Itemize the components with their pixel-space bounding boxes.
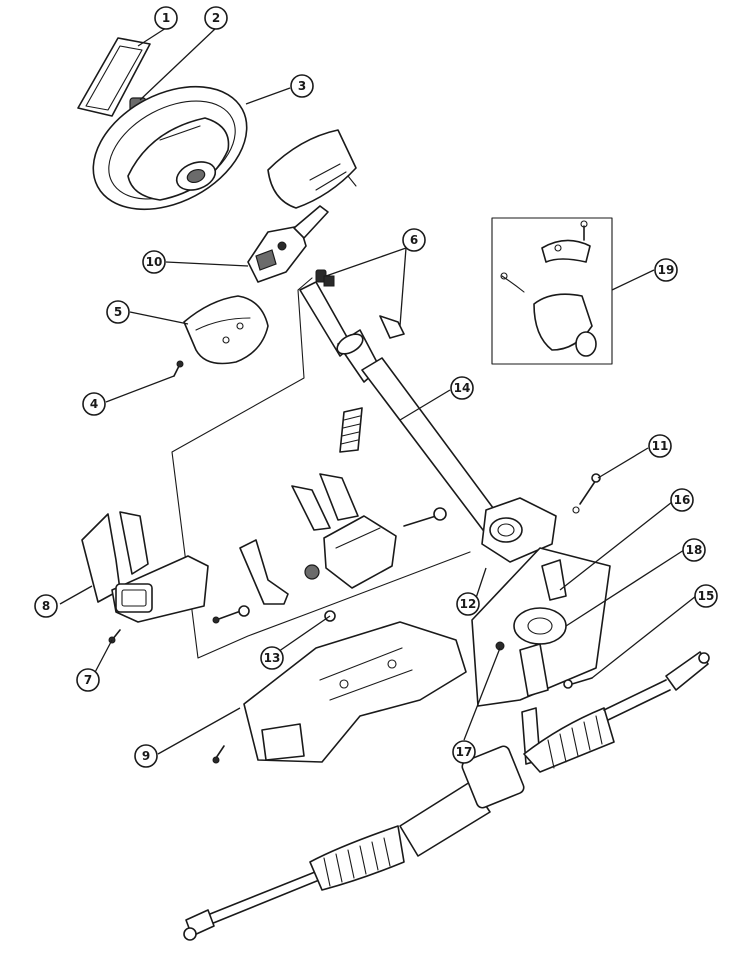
callout-2: 2 <box>204 6 228 30</box>
callout-1-label: 1 <box>162 11 170 25</box>
part-6-key-cylinder-and-switch <box>323 275 335 287</box>
part-14-steering-column <box>299 269 557 563</box>
callout-5-label: 5 <box>114 305 122 319</box>
callout-16: 16 <box>670 488 694 512</box>
callout-17-label: 17 <box>456 745 473 759</box>
callout-12: 12 <box>456 592 480 616</box>
callout-6-label: 6 <box>410 233 418 247</box>
callout-7: 7 <box>76 668 100 692</box>
callout-2-label: 2 <box>212 11 220 25</box>
callout-5: 5 <box>106 300 130 324</box>
column-mount-brackets <box>291 473 447 589</box>
callout-16-label: 16 <box>674 493 691 507</box>
callout-15-label: 15 <box>698 589 715 603</box>
callout-9-label: 9 <box>142 749 150 763</box>
callout-9: 9 <box>134 744 158 768</box>
callout-11: 11 <box>648 434 672 458</box>
callout-15: 15 <box>694 584 718 608</box>
callout-10: 10 <box>142 250 166 274</box>
column-subassembly-frame <box>171 277 471 659</box>
part-3-steering-wheel <box>92 85 248 211</box>
callout-17: 17 <box>452 740 476 764</box>
callout-13: 13 <box>260 646 284 670</box>
part-11-bolt <box>572 473 601 514</box>
part-9-lower-panel <box>212 621 467 764</box>
callout-19: 19 <box>654 258 678 282</box>
callout-11-label: 11 <box>652 439 669 453</box>
part-18-universal-joint <box>495 559 593 697</box>
callout-7-label: 7 <box>84 673 92 687</box>
callout-3-label: 3 <box>298 79 306 93</box>
callout-10-label: 10 <box>146 255 163 269</box>
part-4-screw <box>173 360 184 377</box>
upper-column-cover <box>267 129 357 209</box>
callout-12-label: 12 <box>460 597 477 611</box>
callout-8-label: 8 <box>42 599 50 613</box>
callout-8: 8 <box>34 594 58 618</box>
leader-lines <box>59 27 697 755</box>
steering-rack-assembly <box>183 651 710 941</box>
part-10-combination-switch <box>247 205 329 283</box>
callout-18-label: 18 <box>686 543 703 557</box>
callout-1: 1 <box>154 6 178 30</box>
callout-6: 6 <box>402 228 426 252</box>
callout-13-label: 13 <box>264 651 281 665</box>
part-8-lower-cover-duct <box>81 511 209 623</box>
part-7-screw <box>108 629 121 644</box>
callout-14-label: 14 <box>454 381 471 395</box>
callout-19-label: 19 <box>658 263 675 277</box>
callout-4-label: 4 <box>90 397 98 411</box>
left-bracket <box>212 539 289 624</box>
column-spring <box>339 407 363 453</box>
part-1-horn-pad <box>77 37 151 117</box>
callout-14: 14 <box>450 376 474 400</box>
callout-18: 18 <box>682 538 706 562</box>
part-5-lower-column-cover <box>183 295 269 365</box>
callout-4: 4 <box>82 392 106 416</box>
callout-3: 3 <box>290 74 314 98</box>
part-19-key-lock-inset <box>491 217 613 365</box>
